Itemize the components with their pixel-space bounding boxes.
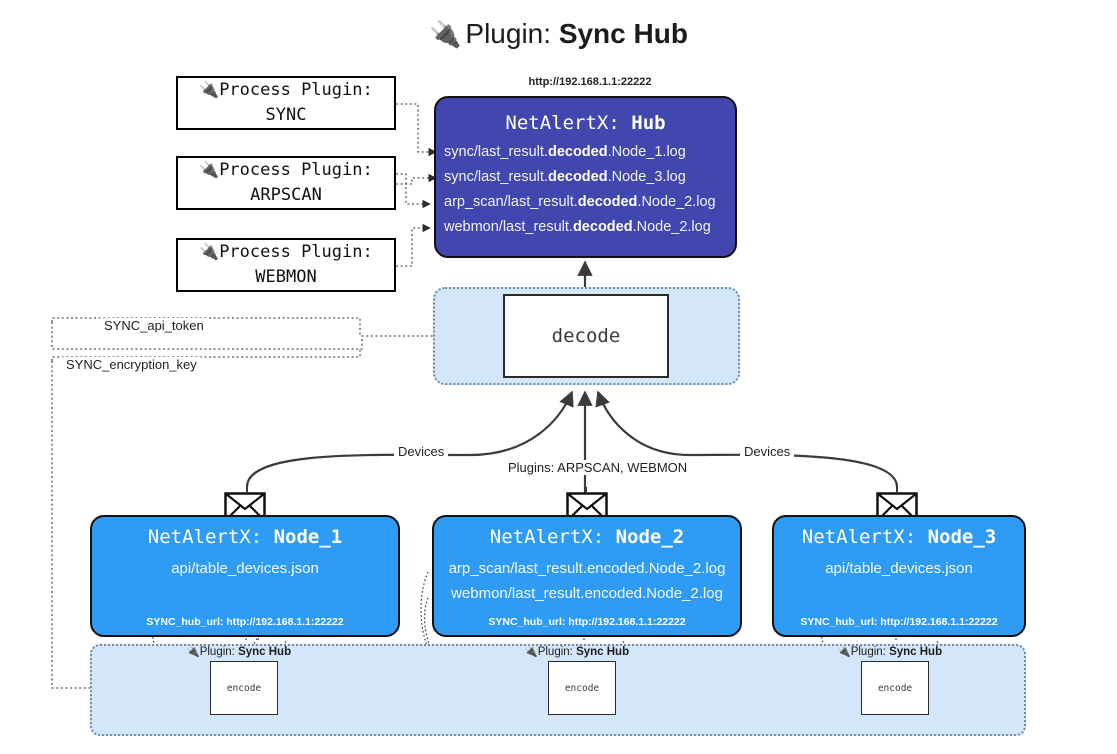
node-title: NetAlertX: Node_2	[489, 526, 685, 548]
page-title: 🔌Plugin: Sync Hub	[0, 18, 1117, 50]
process-plugin-name: ARPSCAN	[250, 185, 322, 205]
node-box-node-1[interactable]: NetAlertX: Node_1 api/table_devices.json…	[90, 515, 400, 637]
encoder-plugin-label: 🔌Plugin: Sync Hub	[524, 646, 630, 658]
hub-url-label: http://192.168.1.1:22222	[528, 76, 652, 88]
plug-icon: 🔌	[199, 80, 220, 100]
process-plugin-heading: 🔌Process Plugin:	[199, 80, 373, 101]
devices-label-left: Devices	[394, 444, 449, 459]
sync-encryption-key-label: SYNC_encryption_key	[62, 357, 201, 372]
process-plugin-name: SYNC	[265, 105, 307, 125]
plugins-label-middle: Plugins: ARPSCAN, WEBMON	[504, 460, 692, 475]
node-box-node-3[interactable]: NetAlertX: Node_3 api/table_devices.json…	[772, 515, 1026, 637]
node-hub-url: SYNC_hub_url: http://192.168.1.1:22222	[800, 616, 998, 628]
process-plugin-box-webmon[interactable]: 🔌Process Plugin: WEBMON	[176, 238, 396, 292]
node-resource-line: webmon/last_result.encoded.Node_2.log	[451, 585, 723, 602]
encoder-plugin-label: 🔌Plugin: Sync Hub	[186, 646, 292, 658]
process-plugin-box-arpscan[interactable]: 🔌Process Plugin: ARPSCAN	[176, 156, 396, 210]
plug-icon: 🔌	[429, 19, 462, 49]
plug-icon: 🔌	[524, 646, 538, 658]
node-title: NetAlertX: Node_3	[801, 526, 997, 548]
sync-api-token-label: SYNC_api_token	[100, 318, 208, 333]
process-plugin-heading: 🔌Process Plugin:	[199, 242, 373, 263]
process-plugin-box-sync[interactable]: 🔌Process Plugin: SYNC	[176, 76, 396, 130]
devices-label-right: Devices	[740, 444, 795, 459]
node-resource-list: arp_scan/last_result.encoded.Node_2.log …	[434, 556, 740, 606]
node-resource-line: api/table_devices.json	[825, 560, 973, 577]
hub-title: NetAlertX: Hub	[505, 112, 666, 134]
encode-box[interactable]: encode	[861, 661, 929, 715]
node-hub-url: SYNC_hub_url: http://192.168.1.1:22222	[488, 616, 686, 628]
process-plugin-name: WEBMON	[255, 267, 317, 287]
hub-log-list: sync/last_result.decoded.Node_1.log sync…	[436, 140, 735, 240]
node-resource-line: api/table_devices.json	[171, 560, 319, 577]
page-title-name: Sync Hub	[558, 18, 688, 49]
hub-log-line: sync/last_result.decoded.Node_3.log	[444, 169, 686, 185]
plug-icon: 🔌	[199, 160, 220, 180]
encode-box[interactable]: encode	[548, 661, 616, 715]
node-resource-line: arp_scan/last_result.encoded.Node_2.log	[448, 560, 726, 577]
node-hub-url: SYNC_hub_url: http://192.168.1.1:22222	[146, 616, 344, 628]
node-title: NetAlertX: Node_1	[147, 526, 343, 548]
plug-icon: 🔌	[186, 646, 200, 658]
hub-log-line: sync/last_result.decoded.Node_1.log	[444, 144, 686, 160]
hub-log-line: arp_scan/last_result.decoded.Node_2.log	[444, 194, 716, 210]
plug-icon: 🔌	[199, 242, 220, 262]
encode-box[interactable]: encode	[210, 661, 278, 715]
node-resource-list: api/table_devices.json	[92, 556, 398, 581]
plug-icon: 🔌	[837, 646, 851, 658]
hub-log-line: webmon/last_result.decoded.Node_2.log	[444, 219, 711, 235]
node-box-node-2[interactable]: NetAlertX: Node_2 arp_scan/last_result.e…	[432, 515, 742, 637]
hub-node-box[interactable]: NetAlertX: Hub sync/last_result.decoded.…	[434, 96, 737, 258]
encoder-plugin-label: 🔌Plugin: Sync Hub	[837, 646, 943, 658]
process-plugin-heading: 🔌Process Plugin:	[199, 160, 373, 181]
decode-box[interactable]: decode	[503, 294, 669, 378]
node-resource-list: api/table_devices.json	[774, 556, 1024, 581]
page-title-prefix: Plugin:	[465, 18, 559, 49]
